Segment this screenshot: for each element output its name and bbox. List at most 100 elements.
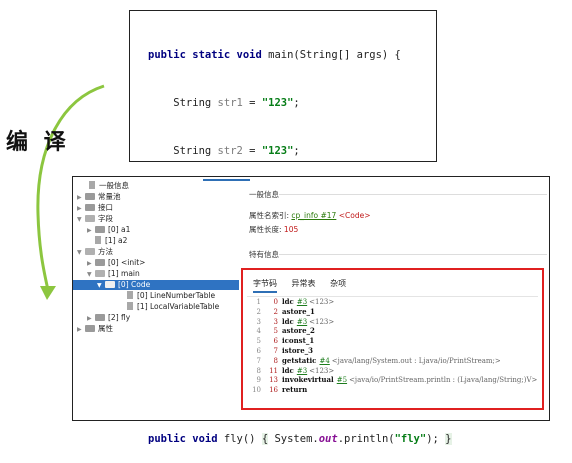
bytecode-row[interactable]: 7 8 getstatic#4<java/lang/System.out : Lja… (247, 356, 538, 366)
folder-open-icon (85, 215, 95, 222)
offset: 2 (273, 307, 278, 316)
tab-bar: 字节码 异常表 杂项 (253, 278, 358, 293)
chevron-right-icon[interactable]: ▶ (77, 326, 82, 333)
attr-name-value: <Code> (338, 211, 371, 220)
file-icon (95, 236, 101, 244)
folder-icon (85, 325, 95, 332)
tree-item-method-main[interactable]: ▼[1] main (87, 269, 140, 278)
tree-item-code[interactable]: ▼[0] Code (73, 280, 239, 290)
chevron-down-icon[interactable]: ▼ (97, 282, 102, 289)
offset: 16 (269, 386, 278, 395)
tab-exception-table[interactable]: 异常表 (291, 279, 316, 288)
constant-ref-link[interactable]: #5 (336, 376, 348, 385)
folder-icon (95, 314, 105, 321)
cp-info-link[interactable]: cp_info #17 (291, 211, 337, 220)
offset: 5 (273, 327, 278, 336)
opcode: ldc (282, 316, 294, 326)
code-line: public static void main(String[] args) { (148, 49, 401, 61)
constant-ref-link[interactable]: #3 (296, 366, 308, 375)
opcode: astore_1 (282, 306, 315, 316)
tab-misc[interactable]: 杂项 (330, 279, 347, 288)
code-line: String str1 = "123"; (148, 97, 300, 109)
line-number: 6 (256, 346, 261, 355)
constant-ref-link[interactable]: #4 (319, 356, 330, 365)
line-number: 5 (256, 337, 261, 346)
chevron-right-icon[interactable]: ▶ (87, 227, 92, 234)
folder-icon (85, 204, 95, 211)
tree-item-local-variable-table[interactable]: [1] LocalVariableTable (127, 302, 219, 312)
code-line: public void fly() { System.out.println("… (148, 433, 452, 445)
tree-item-attributes[interactable]: ▶属性 (77, 324, 113, 333)
bytecode-row[interactable]: 4 5 astore_2 (247, 326, 538, 336)
chevron-right-icon[interactable]: ▶ (87, 315, 92, 322)
divider (279, 194, 547, 195)
tree-item-method-init[interactable]: ▶[0] <init> (87, 258, 146, 267)
folder-icon (95, 226, 105, 233)
opcode: return (282, 385, 308, 395)
offset: 11 (269, 366, 278, 375)
file-icon (127, 291, 133, 299)
line-number: 8 (256, 366, 261, 375)
folder-icon (85, 193, 95, 200)
opcode: ldc (282, 365, 294, 375)
attr-name-index-label: 属性名索引: (249, 211, 290, 220)
opcode: getstatic (282, 355, 317, 365)
bytecode-row[interactable]: 10 16 return (247, 385, 538, 395)
chevron-down-icon[interactable]: ▼ (87, 271, 92, 278)
line-number: 10 (252, 386, 261, 395)
chevron-down-icon[interactable]: ▼ (77, 216, 82, 223)
constant-comment: <java/io/PrintStream.println : (Ljava/la… (349, 376, 538, 385)
constant-comment: <java/lang/System.out : Ljava/io/PrintSt… (331, 356, 501, 365)
offset: 8 (273, 356, 278, 365)
line-number: 3 (256, 317, 261, 326)
offset: 7 (273, 346, 278, 355)
tree-item-fields[interactable]: ▼字段 (77, 214, 113, 223)
structure-tree: 一般信息 ▶常量池 ▶接口 ▼字段 ▶[0] a1 [1] a2 ▼方法 ▶[0… (73, 177, 250, 420)
chevron-right-icon[interactable]: ▶ (87, 260, 92, 267)
tree-item-field-a2[interactable]: [1] a2 (95, 236, 127, 246)
constant-comment: <123> (309, 298, 335, 306)
code-line: String str2 = "123"; (148, 145, 300, 157)
general-info-title: 一般信息 (249, 190, 279, 199)
tab-bytecode[interactable]: 字节码 (253, 278, 277, 293)
opcode: ldc (282, 297, 294, 306)
chevron-right-icon[interactable]: ▶ (77, 194, 82, 201)
opcode: invokevirtual (282, 375, 334, 385)
line-number: 4 (256, 327, 261, 336)
tree-item-line-number-table[interactable]: [0] LineNumberTable (127, 291, 215, 301)
divider (279, 254, 547, 255)
file-icon (127, 302, 133, 310)
constant-comment: <123> (309, 366, 335, 375)
class-file-viewer: 一般信息 ▶常量池 ▶接口 ▼字段 ▶[0] a1 [1] a2 ▼方法 ▶[0… (72, 176, 550, 421)
specific-info-title: 特有信息 (249, 250, 279, 259)
tree-item-general-info[interactable]: 一般信息 (81, 181, 129, 191)
tree-item-methods[interactable]: ▼方法 (77, 247, 113, 256)
constant-comment: <123> (309, 317, 335, 326)
opcode: astore_2 (282, 326, 315, 336)
tree-item-field-a1[interactable]: ▶[0] a1 (87, 225, 131, 234)
constant-ref-link[interactable]: #3 (296, 317, 308, 326)
folder-open-icon (105, 281, 115, 288)
attr-length-label: 属性长度: (249, 225, 282, 234)
line-number: 7 (256, 356, 261, 365)
tree-item-method-fly[interactable]: ▶[2] fly (87, 313, 131, 322)
compile-arrow-icon (36, 84, 105, 300)
chevron-right-icon[interactable]: ▶ (77, 205, 82, 212)
opcode: iconst_1 (282, 336, 315, 346)
tree-item-constant-pool[interactable]: ▶常量池 (77, 192, 121, 201)
folder-icon (95, 259, 105, 266)
chevron-down-icon[interactable]: ▼ (77, 249, 82, 256)
constant-ref-link[interactable]: #3 (296, 298, 308, 306)
offset: 3 (273, 317, 278, 326)
tree-scroll-indicator (203, 179, 250, 181)
file-icon (89, 181, 95, 189)
tree-item-interfaces[interactable]: ▶接口 (77, 203, 113, 212)
bytecode-row[interactable]: 8 11 ldc#3<123> (247, 366, 538, 376)
bytecode-row[interactable]: 3 3 ldc#3<123> (247, 317, 538, 327)
